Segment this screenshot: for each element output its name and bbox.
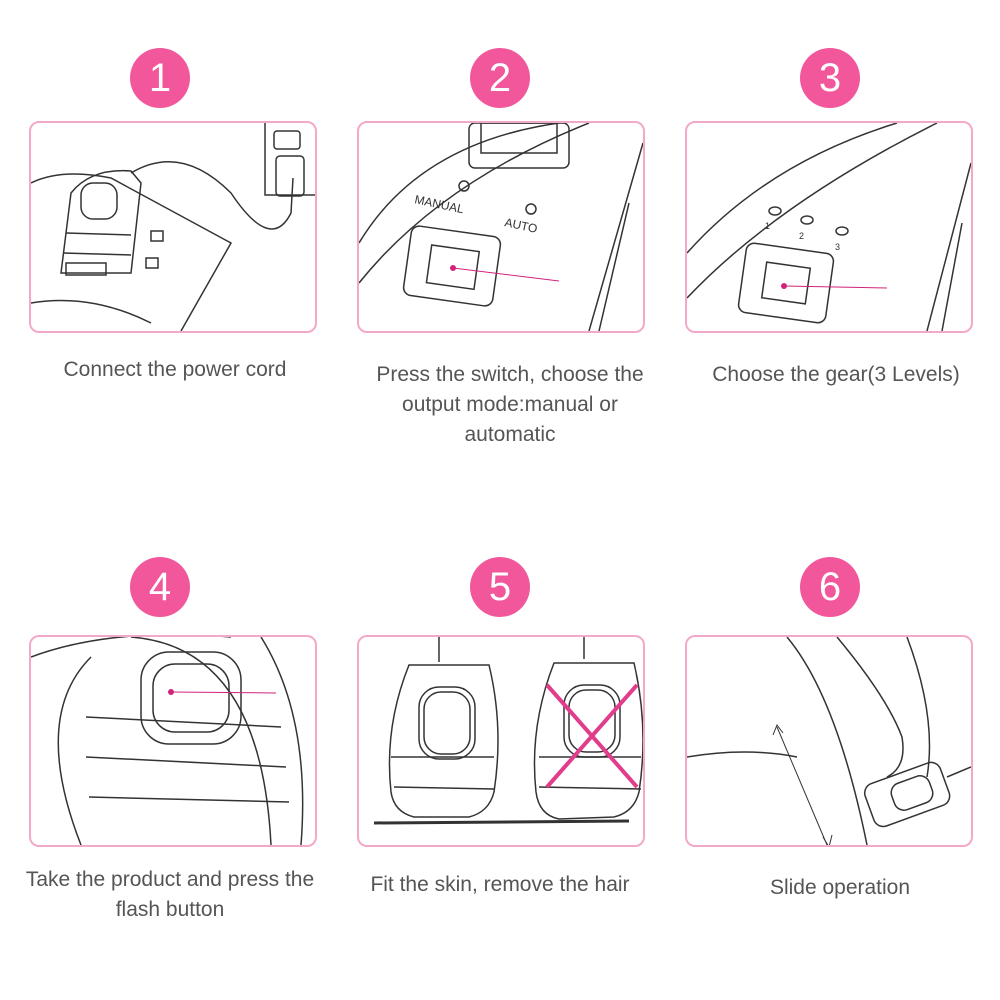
level-3-label: 3 <box>835 242 840 252</box>
step-3-caption: Choose the gear(3 Levels) <box>712 363 960 386</box>
step-2-caption: Press the switch, choose the output mode… <box>376 363 644 446</box>
step-5-illustration <box>357 635 645 847</box>
step-4-illustration <box>29 635 317 847</box>
level-1-label: 1 <box>765 221 770 231</box>
step-6-badge: 6 <box>800 557 860 617</box>
step-2-badge: 2 <box>470 48 530 108</box>
step-5-caption: Fit the skin, remove the hair <box>370 873 630 896</box>
auto-label: AUTO <box>503 215 538 236</box>
step-1-illustration <box>29 121 317 333</box>
step-4-badge: 4 <box>130 557 190 617</box>
step-1-caption: Connect the power cord <box>63 358 287 381</box>
step-6-caption: Slide operation <box>769 876 911 899</box>
step-3-illustration: 1 2 3 <box>685 121 973 333</box>
step-5-badge: 5 <box>470 557 530 617</box>
level-2-label: 2 <box>799 231 804 241</box>
step-3-badge: 3 <box>800 48 860 108</box>
step-2-illustration: MANUAL AUTO <box>357 121 645 333</box>
step-6-illustration <box>685 635 973 847</box>
step-4-caption: Take the product and press the flash but… <box>25 868 315 921</box>
step-1-badge: 1 <box>130 48 190 108</box>
manual-label: MANUAL <box>413 192 465 216</box>
